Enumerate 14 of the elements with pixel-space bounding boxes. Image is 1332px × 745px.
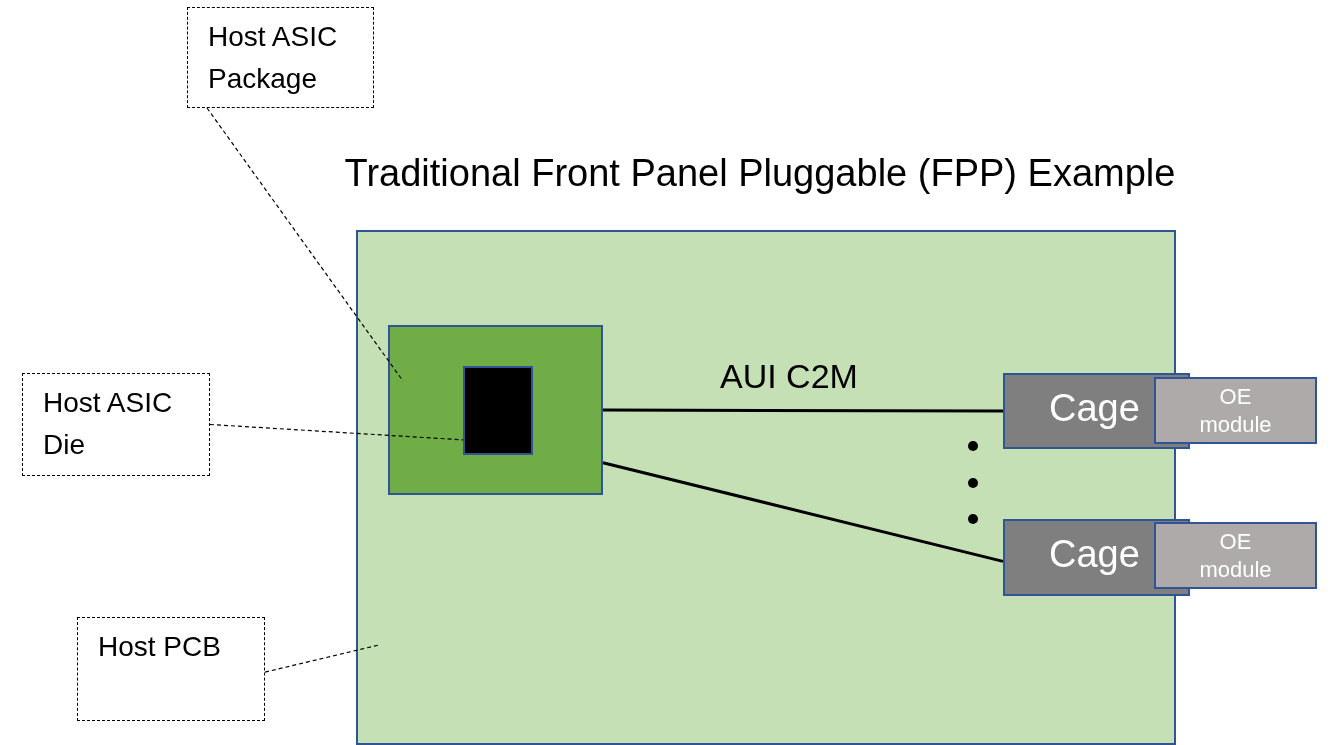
leader-line	[209, 423, 464, 441]
connector-line	[602, 461, 1004, 563]
edge-label: AUI C2M	[720, 356, 858, 396]
pcb-board	[356, 230, 1176, 745]
module-box: OE module	[1154, 377, 1317, 444]
callout-box: Host PCB	[77, 617, 265, 721]
asic-package	[388, 325, 603, 495]
connector-line	[603, 408, 1003, 413]
module-box: OE module	[1154, 522, 1317, 589]
leader-line	[206, 107, 404, 382]
diagram-title: Traditional Front Panel Pluggable (FPP) Example	[343, 152, 1177, 195]
asic-die	[463, 366, 533, 455]
callout-box: Host ASIC Package	[187, 7, 374, 108]
callout-box: Host ASIC Die	[22, 373, 210, 476]
